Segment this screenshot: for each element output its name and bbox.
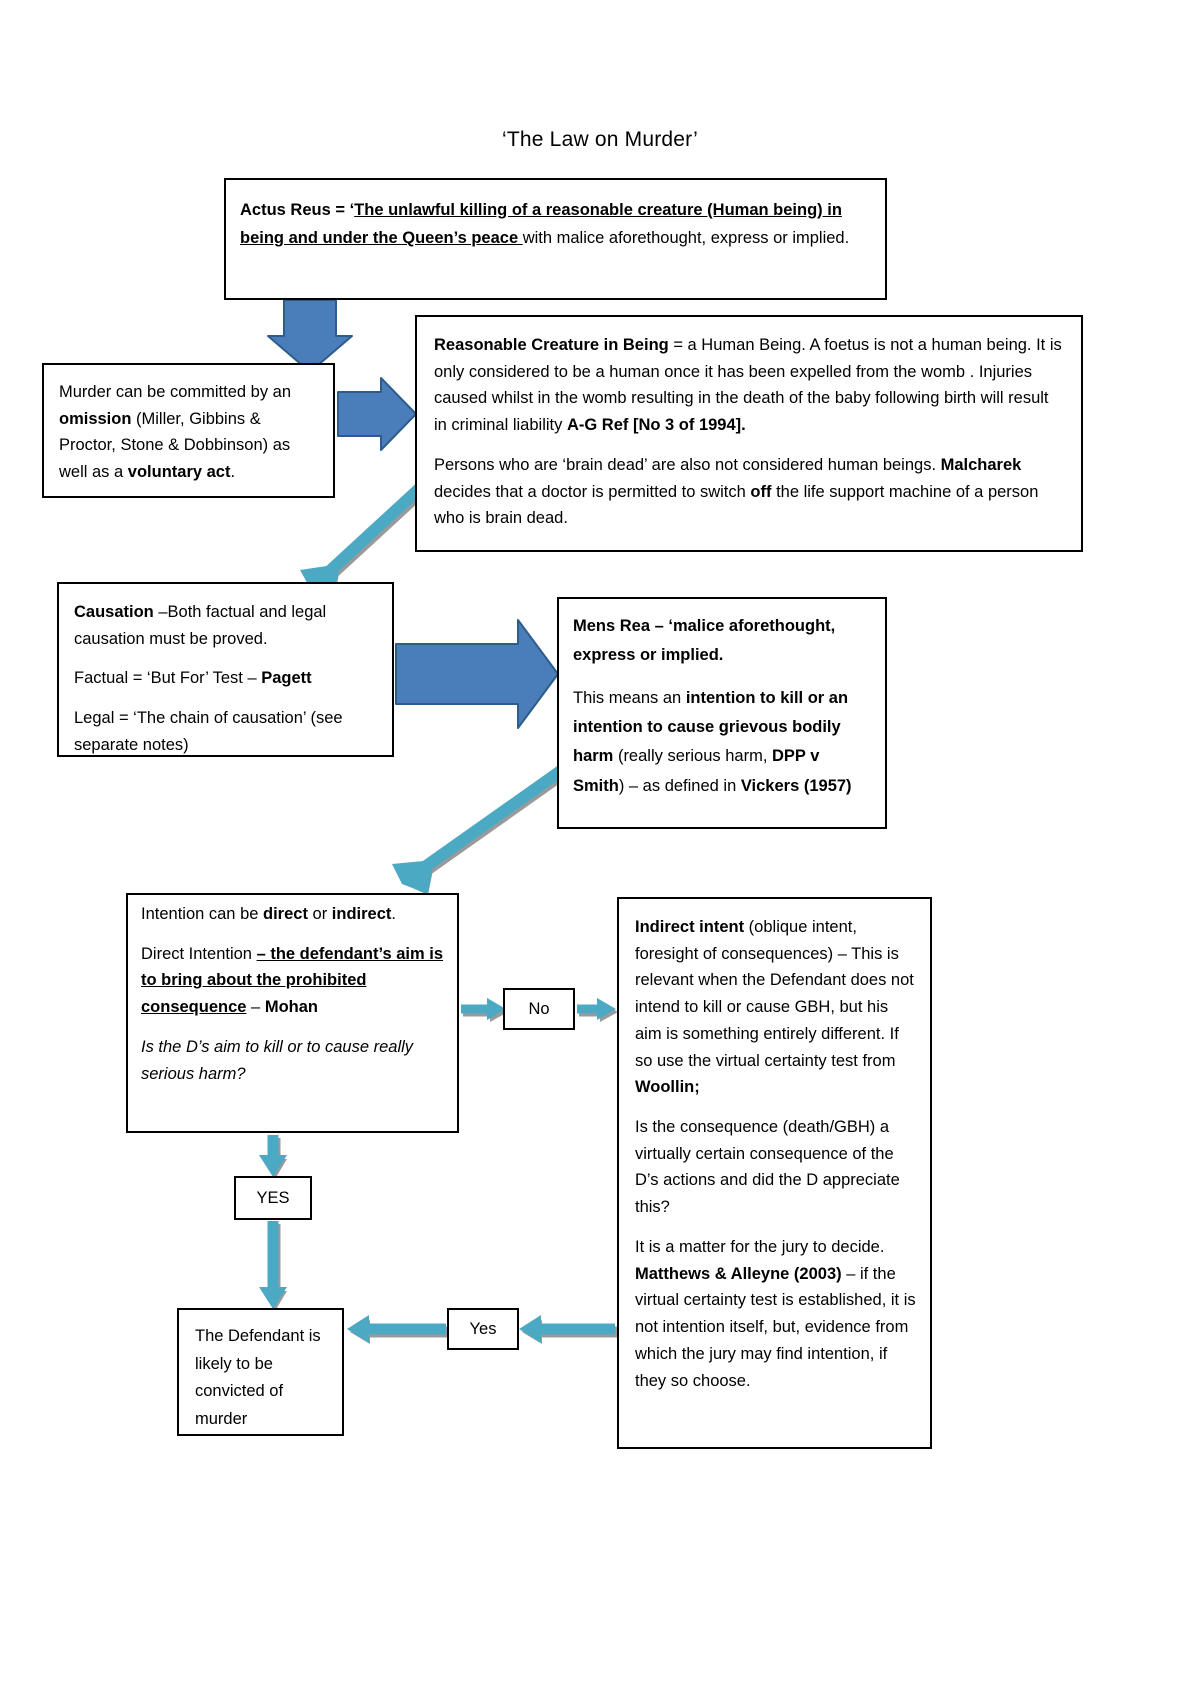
mens-rea-label: Mens Rea – ‘malice aforethought, express…: [573, 617, 836, 665]
legal-causation-text: Legal = ‘The chain of causation’ (see se…: [74, 709, 343, 754]
arrow-yes-to-defendant: [347, 1315, 448, 1344]
switch-off-emphasis: off: [750, 482, 772, 501]
indirect-intent-text: (oblique intent, foresight of consequenc…: [635, 918, 914, 1070]
malcharek-citation: Malcharek: [940, 455, 1022, 474]
arrow-causation-to-mensrea: [395, 619, 559, 729]
decision-yes-upper-box: YES: [234, 1176, 312, 1220]
causation-paragraph-factual: Factual = ‘But For’ Test – Pagett: [74, 665, 378, 692]
direct-intention-dash: –: [246, 998, 265, 1017]
jury-decision-text: It is a matter for the jury to decide.: [635, 1237, 885, 1256]
actus-reus-definition-tail: with malice aforethought, express or imp…: [522, 229, 850, 248]
actus-reus-label: Actus Reus = ‘: [240, 201, 355, 219]
dpp-v-smith-citation: DPP v Smith: [573, 747, 820, 795]
indirect-keyword: indirect: [331, 905, 392, 923]
omission-text-1: Murder can be committed by an: [59, 383, 292, 401]
intention-question: Is the D’s aim to kill or to cause reall…: [141, 1037, 414, 1083]
arrow-intention-to-no: [461, 998, 508, 1022]
decision-yes-upper-label: YES: [256, 1188, 290, 1207]
actus-reus-definition-underlined: The unlawful killing of a reasonable cre…: [240, 201, 842, 248]
arrow-actus-to-omission: [267, 299, 353, 373]
mens-rea-paragraph-2: This means an intention to kill or an in…: [573, 684, 871, 801]
omission-text-2: (Miller, Gibbins & Proctor, Stone & Dobb…: [59, 409, 291, 482]
omission-box: Murder can be committed by an omission (…: [42, 363, 335, 498]
direct-intention-label: Direct Intention: [141, 944, 257, 963]
decision-yes-lower-box: Yes: [447, 1308, 519, 1350]
reasonable-creature-paragraph-1: Reasonable Creature in Being = a Human B…: [434, 332, 1065, 439]
omission-keyword: omission: [59, 409, 132, 428]
intention-box: Intention can be direct or indirect. Dir…: [126, 893, 459, 1133]
causation-box: Causation –Both factual and legal causat…: [57, 582, 394, 757]
brain-dead-text: Persons who are ‘brain dead’ are also no…: [434, 455, 941, 474]
factual-causation-text: Factual = ‘But For’ Test –: [74, 669, 262, 688]
arrow-mensrea-to-intention: [392, 765, 568, 895]
mens-rea-paragraph-1: Mens Rea – ‘malice aforethought, express…: [573, 612, 871, 671]
mens-rea-box: Mens Rea – ‘malice aforethought, express…: [557, 597, 887, 829]
matthews-alleyne-citation: Matthews & Alleyne (2003): [635, 1264, 842, 1283]
mens-rea-text-3: ) – as defined in: [618, 776, 741, 795]
arrow-intention-to-yes: [259, 1135, 287, 1179]
omission-voluntary-act: voluntary act: [127, 463, 231, 482]
reasonable-creature-label: Reasonable Creature in Being: [434, 336, 669, 354]
direct-keyword: direct: [263, 905, 308, 923]
mens-rea-text-2: (really serious harm,: [613, 747, 772, 766]
conclusion-text: The Defendant is likely to be convicted …: [195, 1327, 321, 1429]
conclusion-box: The Defendant is likely to be convicted …: [177, 1308, 344, 1436]
decision-no-label: No: [528, 999, 550, 1018]
causation-paragraph-1: Causation –Both factual and legal causat…: [74, 599, 378, 652]
indirect-intent-paragraph-3: It is a matter for the jury to decide. M…: [635, 1234, 916, 1394]
vickers-citation: Vickers (1957): [740, 776, 852, 795]
jury-decision-text-tail: – if the virtual certainty test is estab…: [635, 1264, 916, 1390]
reasonable-creature-box: Reasonable Creature in Being = a Human B…: [415, 315, 1083, 552]
ag-ref-citation: A-G Ref [No 3 of 1994].: [566, 416, 746, 435]
causation-label: Causation: [74, 603, 154, 621]
malcharek-text-tail: the life support machine of a person who…: [434, 482, 1039, 528]
malcharek-text: decides that a doctor is permitted to sw…: [434, 482, 751, 501]
decision-no-box: No: [503, 988, 575, 1030]
arrow-yes-to-conclusion: [259, 1221, 287, 1311]
page-title: ‘The Law on Murder’: [502, 128, 698, 151]
intention-text-2: or: [307, 905, 332, 923]
virtual-certainty-question: Is the consequence (death/GBH) a virtual…: [635, 1118, 900, 1217]
causation-paragraph-legal: Legal = ‘The chain of causation’ (see se…: [74, 705, 378, 758]
reasonable-creature-paragraph-2: Persons who are ‘brain dead’ are also no…: [434, 452, 1065, 532]
mohan-citation: Mohan: [264, 998, 318, 1017]
arrow-omission-to-reasonable: [337, 377, 417, 451]
intention-text-1: Intention can be: [141, 905, 264, 923]
pagett-citation: Pagett: [261, 669, 312, 688]
direct-intention-definition: – the defendant’s aim is to bring about …: [141, 944, 444, 1017]
mens-rea-text-1: This means an: [573, 688, 686, 707]
omission-text-3: .: [230, 463, 236, 482]
mens-rea-intention-emphasis: intention to kill or an intention to cau…: [573, 688, 849, 766]
intention-paragraph-direct: Direct Intention – the defendant’s aim i…: [141, 941, 445, 1021]
indirect-intent-paragraph-1: Indirect intent (oblique intent, foresig…: [635, 914, 916, 1101]
decision-yes-lower-label: Yes: [469, 1319, 497, 1338]
arrow-no-to-indirect: [577, 998, 618, 1022]
intention-paragraph-1: Intention can be direct or indirect.: [141, 901, 445, 928]
actus-reus-box: Actus Reus = ‘The unlawful killing of a …: [224, 178, 887, 300]
indirect-intent-label: Indirect intent: [635, 918, 745, 936]
intention-text-3: .: [391, 905, 396, 923]
arrow-indirect-to-yes: [519, 1315, 617, 1344]
reasonable-creature-text: = a Human Being. A foetus is not a human…: [434, 336, 1062, 435]
indirect-intent-box: Indirect intent (oblique intent, foresig…: [617, 897, 932, 1449]
causation-text: –Both factual and legal causation must b…: [74, 603, 327, 648]
woollin-citation: Woollin;: [635, 1078, 700, 1097]
